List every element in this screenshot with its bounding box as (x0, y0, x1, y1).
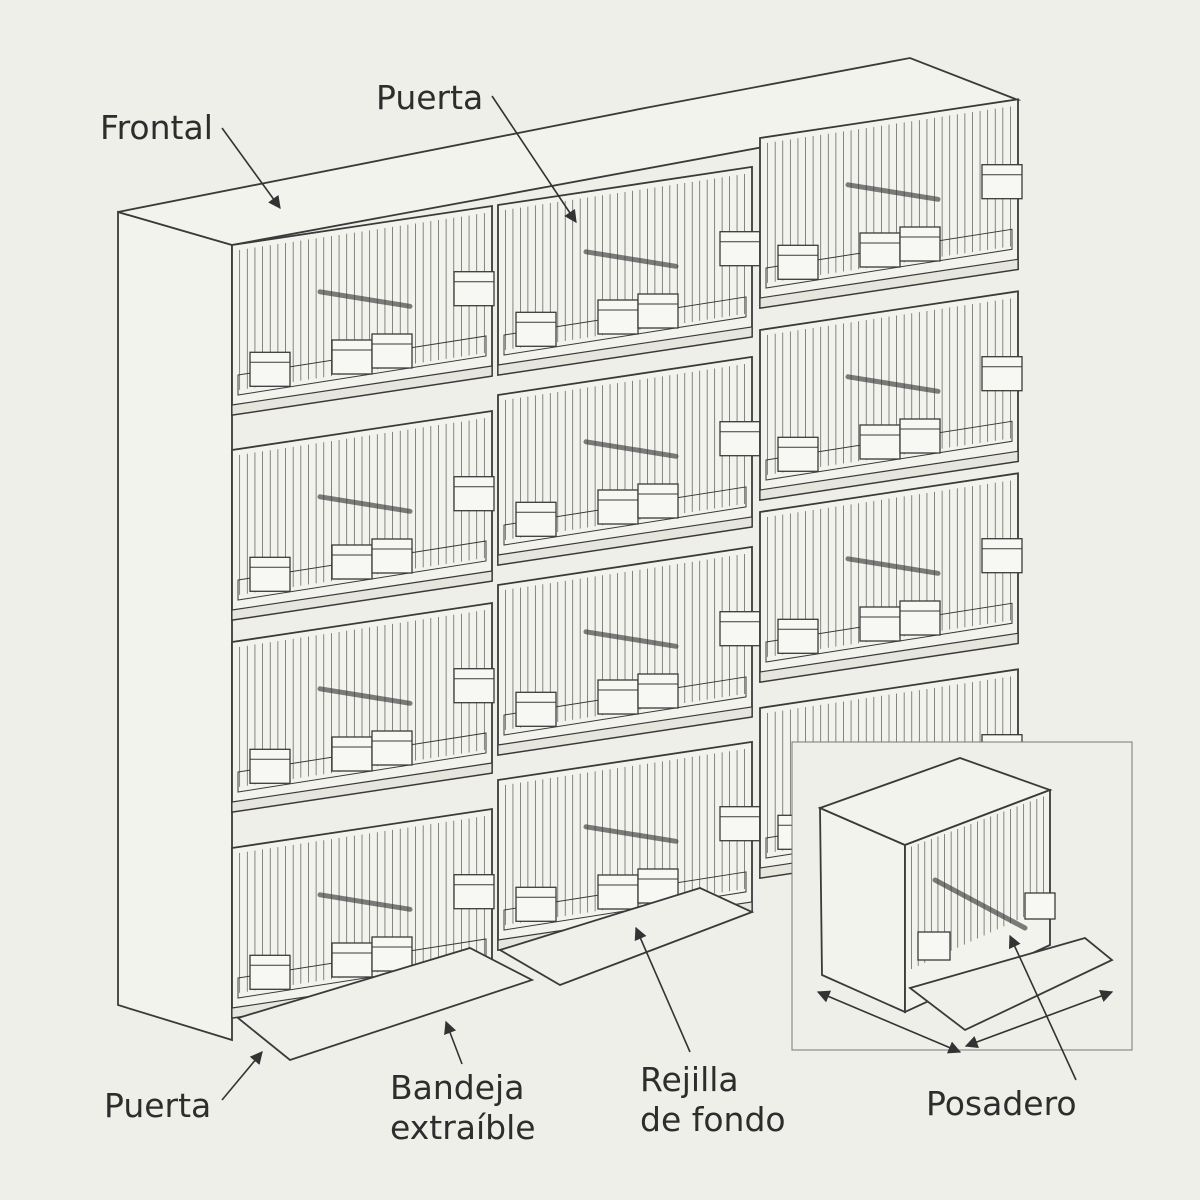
feeder (371, 333, 413, 369)
feeder (719, 806, 761, 842)
feeder (371, 538, 413, 574)
feeder (981, 538, 1023, 574)
feeder (515, 501, 557, 537)
tray-lip (231, 762, 493, 813)
leader-frontal (221, 127, 281, 210)
feeder (331, 736, 373, 772)
feeder (515, 691, 557, 727)
feeder (453, 874, 495, 910)
cage-unit (497, 355, 761, 567)
feeder (249, 556, 291, 592)
perch (583, 249, 679, 269)
feeder (899, 418, 941, 454)
perch (583, 629, 679, 649)
feeder (899, 226, 941, 262)
leader-bandeja (444, 1020, 463, 1065)
leader-rejilla (634, 926, 691, 1053)
feeder (899, 600, 941, 636)
feeder (249, 351, 291, 387)
feeder (981, 164, 1023, 200)
feeder (597, 299, 639, 335)
tray-lip (759, 450, 1019, 501)
cage-unit (497, 545, 761, 757)
feeder (777, 436, 819, 472)
leader-puerta-top (491, 95, 577, 224)
feeder (597, 874, 639, 910)
feeder (637, 483, 679, 519)
feeder (453, 476, 495, 512)
feeder (859, 424, 901, 460)
label-frontal: Frontal (100, 108, 213, 147)
feeder (637, 293, 679, 329)
pull-out-tray-middle (497, 887, 755, 986)
feeder (331, 339, 373, 375)
feeder (597, 679, 639, 715)
tray-lip (497, 326, 753, 376)
tray-lip (231, 570, 493, 621)
cage-unit (231, 204, 495, 417)
inset-bars (911, 796, 1044, 969)
label-leader-lines (221, 95, 1077, 1101)
feeder (859, 232, 901, 268)
feeder (719, 611, 761, 647)
inset-feeder (917, 931, 951, 961)
tray-lip (231, 365, 493, 416)
cage-unit (759, 290, 1023, 502)
cage-stack (117, 57, 1023, 1062)
leader-posadero (1008, 934, 1077, 1081)
tray-lip (497, 516, 753, 566)
perch (583, 824, 679, 844)
roof-panel (117, 57, 1022, 246)
leader-puerta-bottom (221, 1051, 263, 1101)
feeder (249, 954, 291, 990)
inset-feeder (1024, 892, 1056, 920)
perch (845, 182, 941, 202)
label-bandeja-extraible: Bandeja extraíble (390, 1068, 536, 1147)
inset-dimension-depth (816, 990, 962, 1054)
label-puerta-top: Puerta (376, 78, 484, 117)
feeder (719, 421, 761, 457)
feeder (515, 886, 557, 922)
feeder (777, 244, 819, 280)
side-panel (117, 210, 233, 1042)
cage-unit (497, 165, 761, 377)
feeder (371, 730, 413, 766)
perch (845, 374, 941, 394)
inset-perch (932, 877, 1028, 931)
cage-unit (759, 98, 1023, 310)
feeder (777, 618, 819, 654)
cage-unit (231, 601, 495, 814)
label-posadero: Posadero (926, 1084, 1077, 1123)
perch (317, 686, 413, 706)
feeder (453, 271, 495, 307)
feeder (331, 544, 373, 580)
feeder (981, 356, 1023, 392)
perch (845, 556, 941, 576)
tray-lip (497, 706, 753, 756)
tray-lip (759, 258, 1019, 309)
label-rejilla-de-fondo: Rejilla de fondo (640, 1060, 786, 1139)
inset-dimension-width (964, 989, 1114, 1049)
feeder (719, 231, 761, 267)
feeder (859, 606, 901, 642)
cage-unit (759, 472, 1023, 684)
perch (317, 892, 413, 912)
feeder (331, 942, 373, 978)
feeder (371, 936, 413, 972)
label-puerta-bottom: Puerta (104, 1086, 212, 1125)
pull-out-tray-left (236, 947, 535, 1062)
perch (583, 439, 679, 459)
feeder (515, 311, 557, 347)
tray-lip (759, 632, 1019, 683)
detail-inset (791, 741, 1133, 1054)
feeder (637, 673, 679, 709)
perch (317, 289, 413, 309)
feeder (597, 489, 639, 525)
perch (317, 494, 413, 514)
cage-unit (231, 409, 495, 622)
feeder (249, 748, 291, 784)
feeder (453, 668, 495, 704)
